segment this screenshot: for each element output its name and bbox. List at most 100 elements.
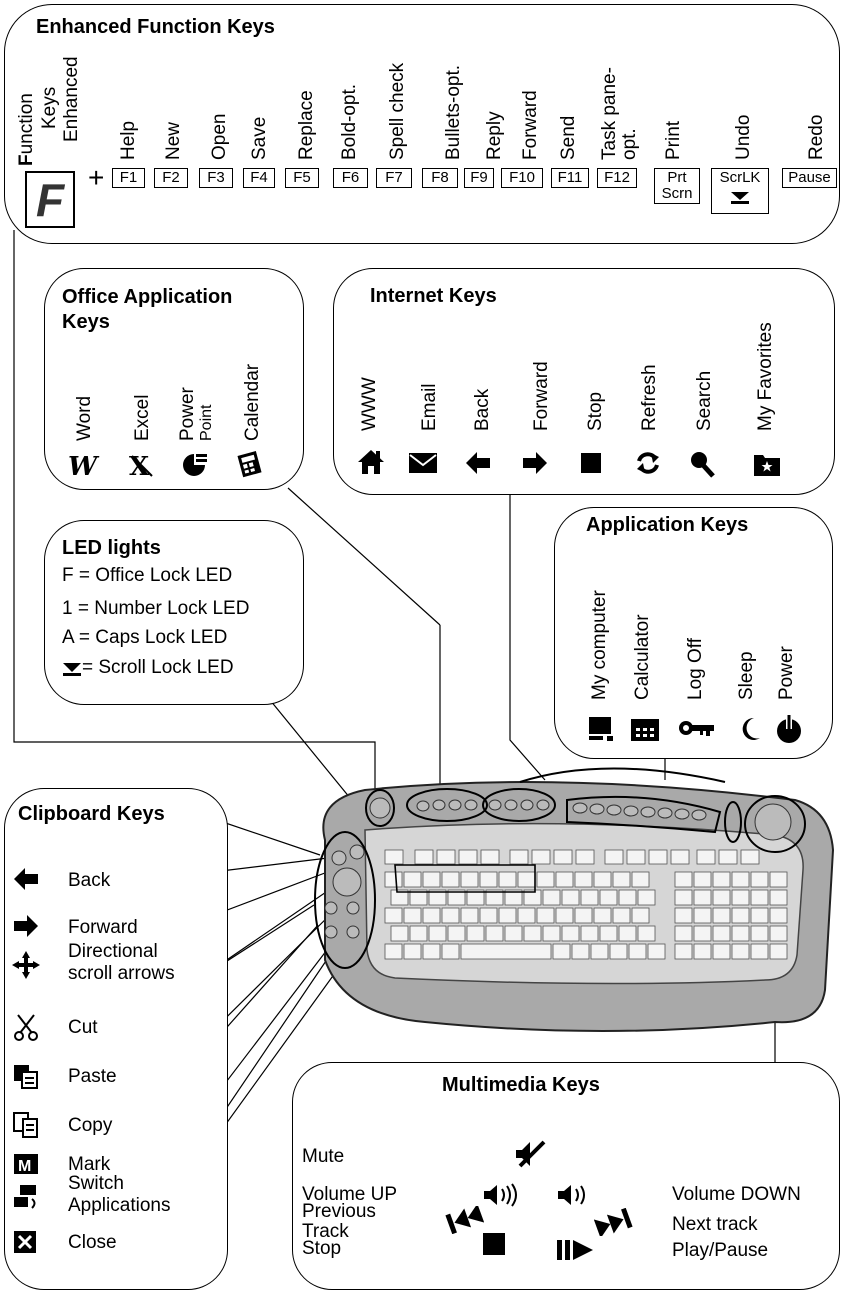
led-lights-title: LED lights <box>62 537 161 559</box>
fkey-label-f10: Forward <box>520 90 541 160</box>
keyboard-key <box>750 943 769 960</box>
keyboard-key <box>731 925 750 942</box>
keyboard-key <box>693 871 712 888</box>
keyboard-key <box>498 907 517 924</box>
fkey-f6: F6 <box>333 168 368 188</box>
keyboard-key <box>647 943 666 960</box>
clipboard-item-label: Back <box>68 870 110 892</box>
keyboard-key <box>409 889 428 906</box>
computer-icon <box>589 717 613 741</box>
play-pause-icon <box>557 1240 593 1260</box>
mute-label: Mute <box>302 1146 345 1167</box>
fkey-label-scrlk: Undo <box>733 114 754 160</box>
function-lock-logo: F <box>25 171 75 228</box>
stop-icon <box>581 453 601 473</box>
fkey-pause: Pause <box>782 168 837 188</box>
keyboard-key <box>466 889 485 906</box>
keyboard-key <box>712 907 731 924</box>
fkey-f8: F8 <box>422 168 458 188</box>
calculator-icon <box>631 719 659 741</box>
previous-track-icon <box>445 1206 484 1234</box>
internet-label-forward: Forward <box>531 361 552 431</box>
keyboard-key <box>599 889 618 906</box>
keyboard-key <box>561 925 580 942</box>
clipboard-item-text: Mark <box>68 1154 111 1175</box>
function-keys-title: Enhanced Function Keys <box>36 16 275 38</box>
arrow-right-icon <box>14 915 38 937</box>
paste-icon <box>14 1065 38 1089</box>
keyboard-key <box>769 871 788 888</box>
key-icon <box>679 721 714 736</box>
keyboard-key <box>731 871 750 888</box>
fkey-f12: F12 <box>597 168 637 188</box>
stop-label: Stop <box>302 1238 342 1259</box>
keyboard-key <box>599 925 618 942</box>
clipboard-item-text2: Applications <box>68 1194 171 1216</box>
internet-label-stop: Stop <box>585 391 606 431</box>
stop-media-icon <box>483 1233 505 1255</box>
keyboard-key <box>422 871 441 888</box>
keyboard-key <box>390 889 409 906</box>
internet-label-back: Back <box>472 388 493 431</box>
office-label-powerpoint: Power <box>177 387 198 441</box>
clipboard-item-label: Paste <box>68 1066 117 1088</box>
keyboard-key <box>428 925 447 942</box>
switch-apps-icon <box>14 1185 36 1209</box>
office-label-excel: Excel <box>132 394 153 441</box>
fkey-text: F6 <box>341 169 360 186</box>
keyboard-key <box>460 907 479 924</box>
fkey-f3: F3 <box>199 168 233 188</box>
fkey-label-f9: Reply <box>484 111 505 160</box>
app-label-computer: My computer <box>589 590 610 700</box>
keyboard-key <box>479 871 498 888</box>
function-label-line3: Enhanced <box>61 56 82 142</box>
keyboard-key <box>403 871 422 888</box>
keyboard-key <box>769 889 788 906</box>
envelope-icon <box>409 453 437 473</box>
keyboard-key <box>612 907 631 924</box>
app-label-power: Power <box>776 646 797 700</box>
keyboard-key <box>580 925 599 942</box>
fkey-text: Pause <box>788 169 831 186</box>
moon-icon <box>742 717 760 740</box>
clipboard-item-label: Cut <box>68 1017 98 1039</box>
keyboard-key <box>712 925 731 942</box>
fkey-label-f5: Replace <box>296 90 317 160</box>
fkey-text: F10 <box>509 169 535 186</box>
office-keys-title2: Keys <box>62 311 110 333</box>
volume-up-label: Volume UP <box>302 1184 398 1205</box>
volume-down-icon <box>558 1185 585 1205</box>
word-icon: W <box>68 452 98 482</box>
internet-keys-title: Internet Keys <box>370 285 497 307</box>
fkey-f11: F11 <box>551 168 589 188</box>
fkey-label-f12: Task pane- <box>599 67 620 160</box>
keyboard-key <box>731 943 750 960</box>
led-line-caps: A = Caps Lock LED <box>62 627 228 648</box>
keyboard-key <box>485 889 504 906</box>
keyboard-key <box>517 871 536 888</box>
keyboard-key <box>561 889 580 906</box>
mute-icon <box>516 1140 546 1168</box>
mark-icon: M <box>14 1154 38 1175</box>
keyboard-key <box>637 925 656 942</box>
arrow-left-icon <box>466 452 490 474</box>
fkey-f5: F5 <box>285 168 319 188</box>
keyboard-key <box>574 907 593 924</box>
keyboard-key <box>574 871 593 888</box>
keyboard-key <box>517 907 536 924</box>
led-line-scroll: = Scroll Lock LED <box>82 657 234 678</box>
clipboard-item-text: Cut <box>68 1017 98 1038</box>
clipboard-item-label: Forward <box>68 917 138 939</box>
powerpoint-icon <box>183 454 207 476</box>
app-label-calculator: Calculator <box>632 614 653 700</box>
keyboard-key <box>485 925 504 942</box>
function-keys-panel <box>4 4 840 244</box>
scissors-icon <box>14 1014 38 1041</box>
keyboard-key <box>479 907 498 924</box>
keyboard-key <box>612 871 631 888</box>
keyboard-key <box>631 871 650 888</box>
magnifier-icon <box>691 452 715 478</box>
keyboard-key <box>571 943 590 960</box>
keyboard-key <box>403 943 422 960</box>
